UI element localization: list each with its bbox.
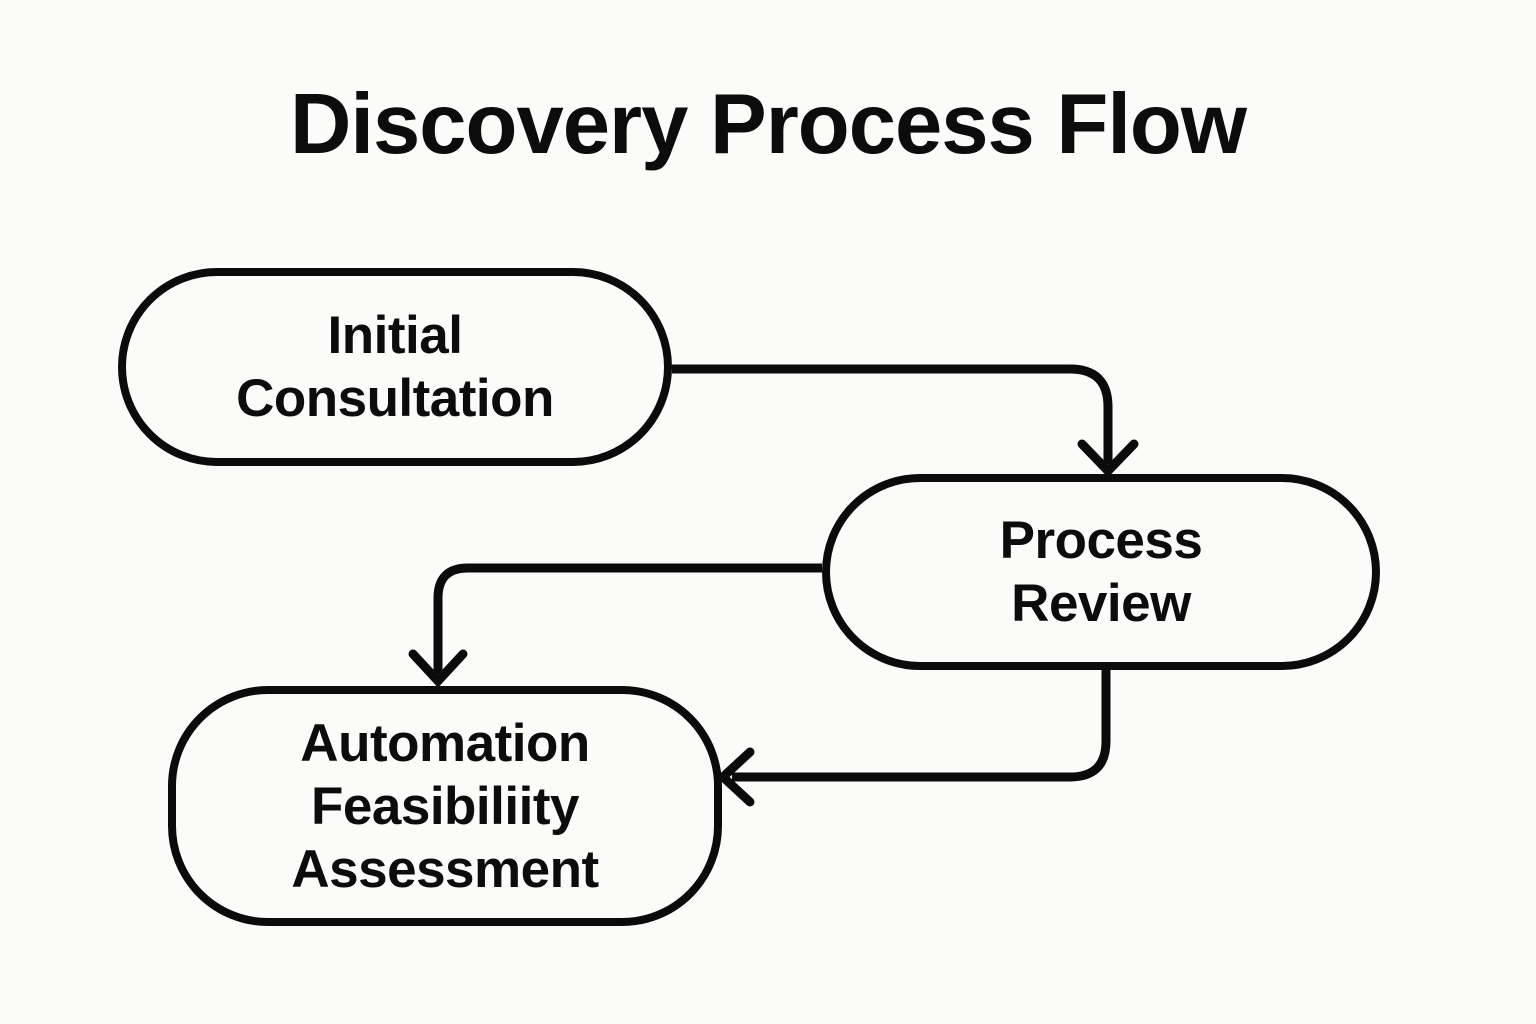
node-label-line: Consultation [236, 369, 554, 428]
arrow-process-to-automation-top [408, 563, 822, 688]
node-automation-feasibility-assessment: Automation Feasibiliity Assessment [168, 686, 722, 926]
diagram-title: Discovery Process Flow [290, 77, 1247, 172]
node-label-line: Initial [327, 306, 463, 365]
node-label-line: Feasibiliity [311, 776, 579, 836]
node-label-line: Automation [300, 713, 590, 773]
node-label-line: Assessment [291, 839, 599, 899]
node-initial-consultation: Initial Consultation [118, 268, 672, 466]
node-process-review: Process Review [822, 474, 1380, 670]
arrow-process-to-automation-side [716, 668, 1111, 807]
node-label-line: Review [1011, 574, 1191, 633]
arrow-initial-to-process [672, 364, 1139, 478]
node-label-line: Process [999, 511, 1203, 570]
